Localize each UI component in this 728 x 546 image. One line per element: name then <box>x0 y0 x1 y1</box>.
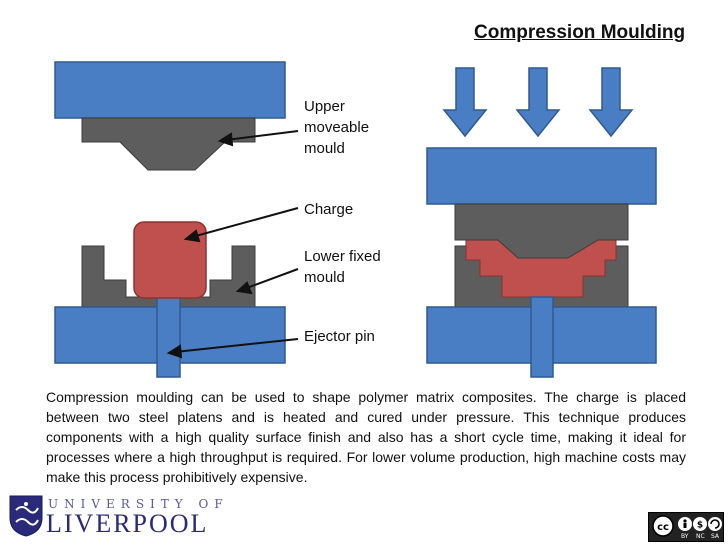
sa-icon <box>708 517 722 531</box>
svg-text:cc: cc <box>657 522 669 533</box>
label-upper-line2: moveable <box>304 119 370 136</box>
cc-icons: cc $ <box>652 515 722 537</box>
svg-text:$: $ <box>697 521 703 531</box>
label-charge: Charge <box>304 201 354 218</box>
creative-commons-badge[interactable]: cc $ BY NC SA <box>648 512 724 542</box>
badge-nc: NC <box>696 533 705 540</box>
pressure-arrow-3 <box>588 67 634 138</box>
label-upper-line3: mould <box>304 140 345 157</box>
ejector-pin-arrow <box>174 338 299 353</box>
upper-mould-arrow <box>225 130 299 141</box>
right-ejector-pin <box>530 296 554 378</box>
label-lower-mould: Lower fixed mould <box>304 246 381 288</box>
right-moulded-charge <box>465 237 617 298</box>
pressure-arrow-2 <box>515 67 561 138</box>
university-crest-icon <box>9 495 43 537</box>
upper-mould <box>81 117 256 171</box>
right-upper-platen <box>426 147 657 205</box>
cc-icon <box>652 515 674 537</box>
right-upper-mould <box>454 203 629 259</box>
description-paragraph: Compression moulding can be used to shap… <box>46 389 686 485</box>
page-title: Compression Moulding <box>474 22 686 43</box>
upper-platen <box>54 61 286 119</box>
label-lower-line2: mould <box>304 269 345 286</box>
university-name-top: UNIVERSITY OF <box>48 497 229 511</box>
pressure-arrow-1 <box>442 67 488 138</box>
university-name-main: LIVERPOOL <box>46 509 209 538</box>
lower-mould-arrow <box>243 268 299 290</box>
label-ejector-pin: Ejector pin <box>304 328 375 345</box>
badge-by: BY <box>681 533 689 540</box>
label-lower-line1: Lower fixed <box>304 248 381 265</box>
label-upper-line1: Upper <box>304 98 345 115</box>
charge-block <box>133 221 207 299</box>
ejector-pin <box>156 296 181 378</box>
nc-icon <box>693 517 707 531</box>
label-upper-mould: Upper moveable mould <box>304 96 369 159</box>
charge-arrow <box>191 207 299 238</box>
badge-sa: SA <box>711 533 720 540</box>
pressure-arrows <box>442 67 634 138</box>
